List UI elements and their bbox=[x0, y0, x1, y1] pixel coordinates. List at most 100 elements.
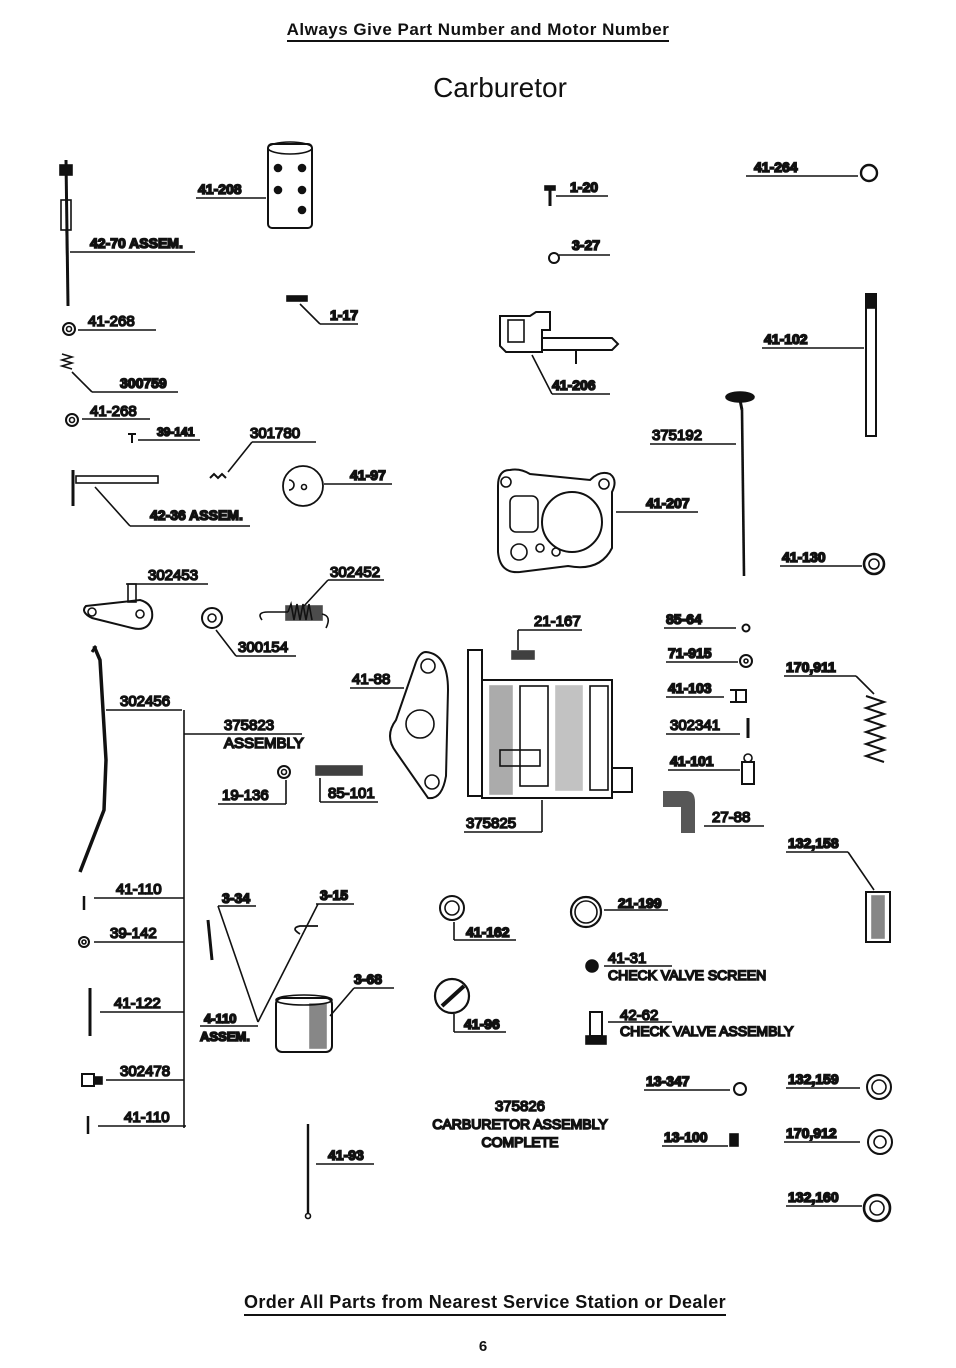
bolt-85-101 bbox=[315, 765, 363, 776]
label-42-62-assembly: CHECK VALVE ASSEMBLY bbox=[620, 1023, 794, 1039]
label-41-207: 41-207 bbox=[646, 495, 690, 511]
label-3-68: 3-68 bbox=[354, 971, 382, 987]
label-27-88: 27-88 bbox=[712, 809, 750, 826]
needle-375192 bbox=[725, 391, 755, 577]
label-375825: 375825 bbox=[466, 815, 516, 832]
shaft-assembly-42-36 bbox=[71, 470, 159, 506]
label-302478: 302478 bbox=[120, 1063, 170, 1080]
label-41-102: 41-102 bbox=[764, 331, 808, 347]
page-title: Carburetor bbox=[433, 72, 567, 103]
label-41-101: 41-101 bbox=[670, 753, 714, 769]
carburetor-body-375825 bbox=[467, 649, 633, 799]
label-39-141: 39-141 bbox=[157, 425, 195, 439]
gasket-132-159 bbox=[866, 1074, 892, 1100]
spring-302452 bbox=[259, 601, 330, 629]
lever-302453 bbox=[83, 583, 154, 630]
label-39-142: 39-142 bbox=[110, 925, 157, 942]
label-1-17: 1-17 bbox=[330, 307, 358, 323]
screen-41-31 bbox=[585, 959, 599, 973]
label-41-31: 41-31 bbox=[608, 950, 646, 967]
label-41-162: 41-162 bbox=[466, 924, 510, 940]
label-302453: 302453 bbox=[148, 567, 198, 584]
label-132-159: 132,159 bbox=[788, 1071, 839, 1087]
label-132-160: 132,160 bbox=[788, 1189, 839, 1205]
float-41-206 bbox=[499, 311, 620, 364]
screw-3-34 bbox=[206, 919, 214, 961]
screw-1-20 bbox=[544, 185, 556, 206]
washer-300154 bbox=[201, 607, 223, 629]
washer-13-347 bbox=[733, 1082, 747, 1096]
part-302478 bbox=[81, 1073, 95, 1087]
label-1-20: 1-20 bbox=[570, 179, 598, 195]
label-3-27: 3-27 bbox=[572, 237, 600, 253]
link-rod-302456 bbox=[78, 645, 108, 873]
check-valve-42-62 bbox=[585, 1011, 607, 1045]
label-302452: 302452 bbox=[330, 564, 380, 581]
label-21-167: 21-167 bbox=[534, 613, 581, 630]
part-71-915 bbox=[739, 654, 753, 668]
part-41-101 bbox=[741, 761, 755, 785]
rod-41-102 bbox=[865, 293, 877, 437]
label-41-88: 41-88 bbox=[352, 671, 390, 688]
label-4-110-assem: ASSEM. bbox=[200, 1029, 250, 1044]
spring-301780 bbox=[209, 472, 227, 480]
disk-41-97 bbox=[282, 465, 324, 507]
screw-1-17 bbox=[286, 295, 308, 302]
label-300154: 300154 bbox=[238, 639, 288, 656]
label-85-101: 85-101 bbox=[328, 785, 375, 802]
page-footer: Order All Parts from Nearest Service Sta… bbox=[0, 1292, 956, 1316]
disc-41-96 bbox=[433, 977, 471, 1015]
label-41-96: 41-96 bbox=[464, 1016, 500, 1032]
page-header: Always Give Part Number and Motor Number bbox=[0, 20, 956, 42]
label-170-912: 170,912 bbox=[786, 1125, 837, 1141]
label-42-62: 42-62 bbox=[620, 1007, 658, 1024]
label-375823-assembly: ASSEMBLY bbox=[224, 735, 304, 752]
label-375826-complete: COMPLETE bbox=[481, 1134, 558, 1150]
label-302456: 302456 bbox=[120, 693, 170, 710]
spring-300759 bbox=[59, 353, 75, 370]
label-42-70: 42-70 ASSEM. bbox=[90, 235, 183, 251]
label-41-110-bottom: 41-110 bbox=[124, 1109, 170, 1126]
label-132-158: 132,158 bbox=[788, 835, 839, 851]
label-13-347: 13-347 bbox=[646, 1073, 690, 1089]
sleeve-3-68 bbox=[275, 994, 333, 1053]
label-302341: 302341 bbox=[670, 717, 720, 734]
clip-3-15 bbox=[294, 925, 318, 935]
gasket-170-912 bbox=[867, 1129, 893, 1155]
washer-41-268-top bbox=[62, 322, 76, 336]
nut-19-136 bbox=[277, 765, 291, 779]
gasket-41-88 bbox=[389, 650, 450, 800]
washer-41-268-lower bbox=[65, 413, 79, 427]
label-41-268-top: 41-268 bbox=[88, 313, 135, 330]
label-41-93: 41-93 bbox=[328, 1147, 364, 1163]
ring-3-27 bbox=[548, 252, 560, 264]
elbow-27-88 bbox=[663, 791, 695, 833]
cylinder-part-41-208 bbox=[267, 141, 313, 229]
label-3-34: 3-34 bbox=[222, 890, 250, 906]
label-71-915: 71-915 bbox=[668, 645, 712, 661]
label-4-110: 4-110 bbox=[204, 1011, 237, 1026]
spring-170-911 bbox=[862, 695, 888, 763]
screw-21-167 bbox=[511, 650, 535, 660]
label-41-208: 41-208 bbox=[198, 181, 242, 197]
label-41-206: 41-206 bbox=[552, 377, 596, 393]
gasket-41-207 bbox=[497, 468, 616, 574]
ring-41-130 bbox=[862, 552, 886, 576]
ring-21-199 bbox=[569, 895, 603, 929]
label-375826: 375826 bbox=[495, 1098, 545, 1115]
needle-assembly-42-70 bbox=[59, 159, 73, 307]
label-301780: 301780 bbox=[250, 425, 300, 442]
label-375826-carb-assembly: CARBURETOR ASSEMBLY bbox=[432, 1116, 608, 1132]
label-41-97: 41-97 bbox=[350, 467, 386, 483]
header-text: Always Give Part Number and Motor Number bbox=[286, 20, 670, 42]
label-41-110-top: 41-110 bbox=[116, 881, 162, 898]
part-85-64 bbox=[741, 623, 751, 633]
label-3-15: 3-15 bbox=[320, 887, 348, 903]
label-300759: 300759 bbox=[120, 375, 167, 391]
ring-41-162 bbox=[439, 895, 465, 921]
label-375192: 375192 bbox=[652, 427, 702, 444]
label-41-130: 41-130 bbox=[782, 549, 826, 565]
footer-text: Order All Parts from Nearest Service Sta… bbox=[243, 1292, 727, 1316]
